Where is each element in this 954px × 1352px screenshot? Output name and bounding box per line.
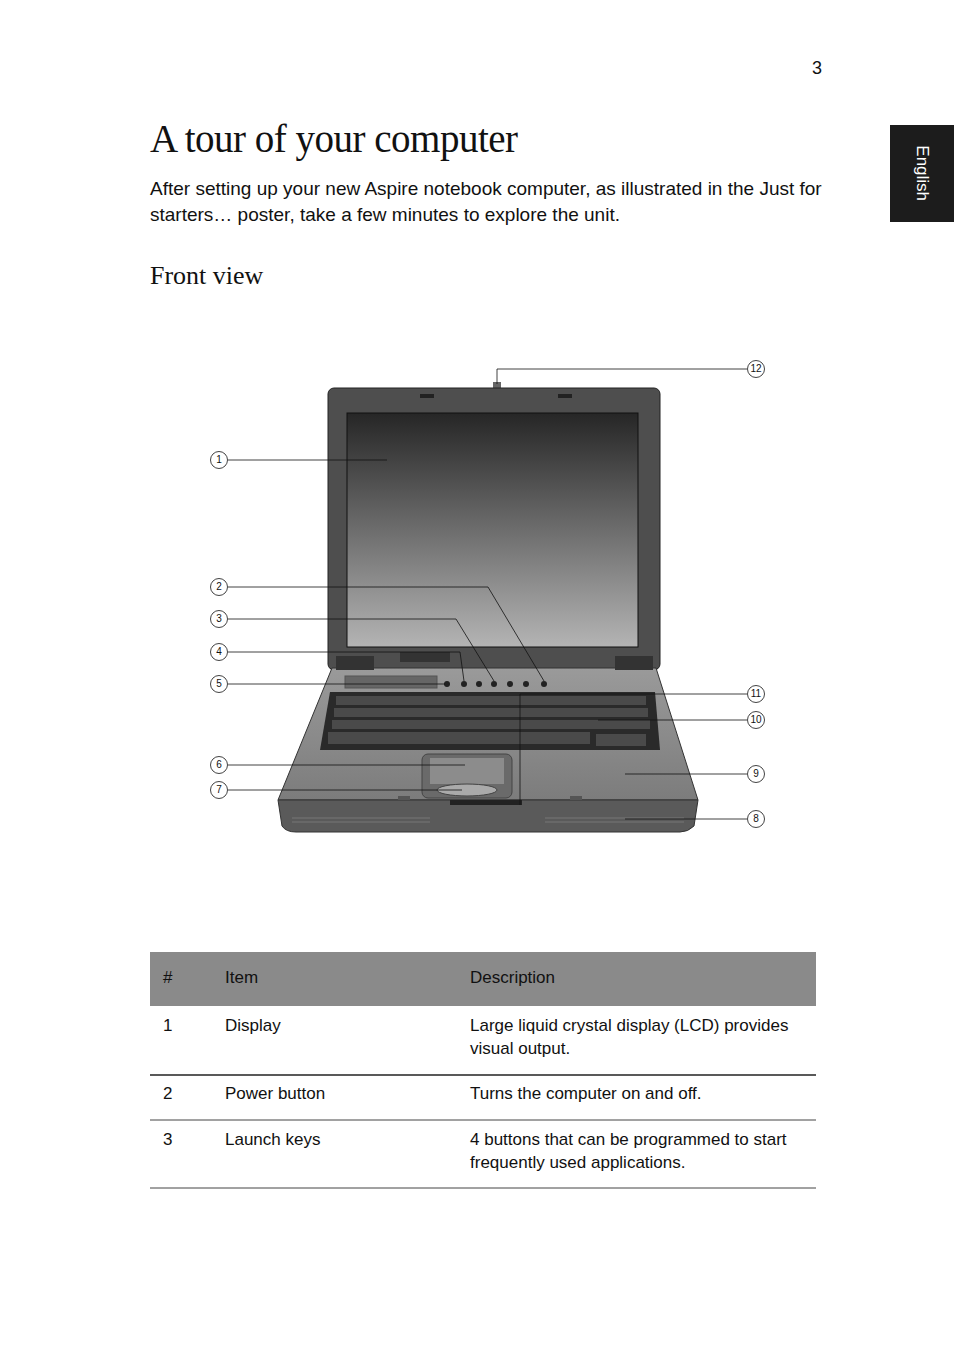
page-number: 3 xyxy=(812,58,822,80)
callout-number: 10 xyxy=(748,712,764,728)
callout-circles xyxy=(211,361,765,828)
table-cell: 2 xyxy=(163,1082,213,1105)
table-header: Description xyxy=(470,966,800,989)
callout-number: 7 xyxy=(211,782,227,798)
table-header: Item xyxy=(225,966,455,989)
callout-number: 3 xyxy=(211,611,227,627)
page-title: A tour of your computer xyxy=(150,116,518,163)
leader-lines xyxy=(228,369,747,819)
table-cell: Power button xyxy=(225,1082,455,1105)
tab-label: English xyxy=(912,145,932,201)
callout-number: 4 xyxy=(211,644,227,660)
callout-number: 9 xyxy=(748,766,764,782)
table-cell: Turns the computer on and off. xyxy=(470,1082,800,1105)
callout-number: 6 xyxy=(211,757,227,773)
table-cell: Launch keys xyxy=(225,1128,455,1151)
intro-paragraph: After setting up your new Aspire noteboo… xyxy=(150,176,830,228)
section-heading: Front view xyxy=(150,260,263,291)
table-cell: Display xyxy=(225,1014,455,1037)
table-cell: 3 xyxy=(163,1128,213,1151)
table-header: # xyxy=(163,966,213,989)
callout-number: 1 xyxy=(211,452,227,468)
callout-number: 8 xyxy=(748,811,764,827)
language-tab: English xyxy=(890,125,954,222)
table-cell: 4 buttons that can be programmed to star… xyxy=(470,1128,800,1174)
callout-number: 12 xyxy=(748,361,764,377)
callout-number: 11 xyxy=(748,686,764,702)
table-cell: 1 xyxy=(163,1014,213,1037)
callout-number: 2 xyxy=(211,579,227,595)
table-header-band xyxy=(150,952,816,1006)
callout-number: 5 xyxy=(211,676,227,692)
table-cell: Large liquid crystal display (LCD) provi… xyxy=(470,1014,800,1060)
